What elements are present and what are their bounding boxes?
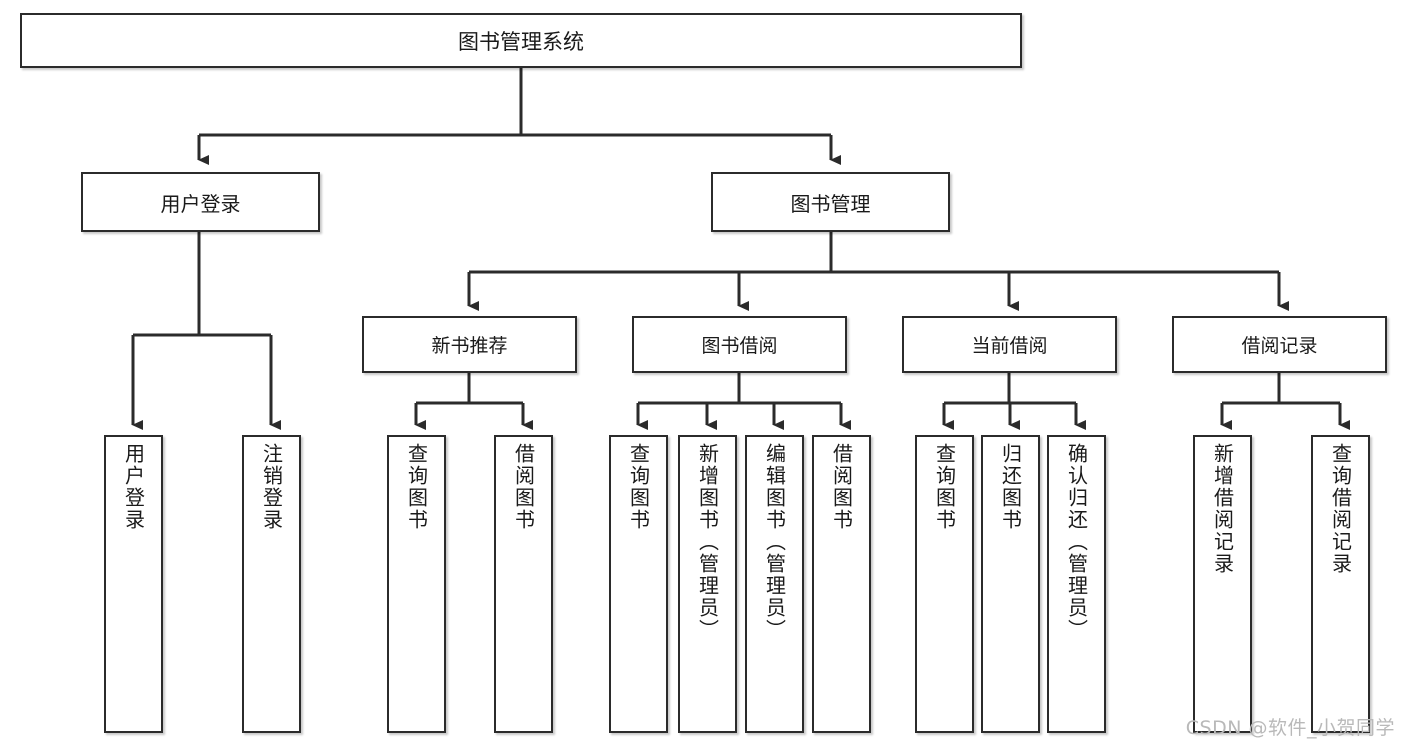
- leaf-label: 借阅图书: [829, 443, 854, 531]
- leaf-book-borrow-edit-book-admin[interactable]: 编辑图书（管理员）: [745, 435, 804, 733]
- leaf-current-borrow-confirm-return-admin[interactable]: 确认归还（管理员）: [1047, 435, 1106, 733]
- node-user-login[interactable]: 用户登录: [81, 172, 320, 232]
- leaf-label: 查询图书: [932, 443, 957, 531]
- node-new-book-recommend[interactable]: 新书推荐: [362, 316, 577, 373]
- leaf-label: 借阅图书: [511, 443, 536, 531]
- node-current-borrow[interactable]: 当前借阅: [902, 316, 1117, 373]
- leaf-label: 注销登录: [259, 443, 284, 531]
- leaf-book-borrow-query-book[interactable]: 查询图书: [609, 435, 668, 733]
- leaf-new-book-query-book[interactable]: 查询图书: [387, 435, 446, 733]
- leaf-label: 新增借阅记录: [1210, 443, 1235, 575]
- leaf-label: 查询借阅记录: [1328, 443, 1353, 575]
- leaf-book-borrow-borrow-book[interactable]: 借阅图书: [812, 435, 871, 733]
- node-book-borrow[interactable]: 图书借阅: [632, 316, 847, 373]
- leaf-borrow-record-add-record[interactable]: 新增借阅记录: [1193, 435, 1252, 733]
- leaf-book-borrow-add-book-admin[interactable]: 新增图书（管理员）: [678, 435, 737, 733]
- leaf-user-login-logout[interactable]: 注销登录: [242, 435, 301, 733]
- leaf-label: 用户登录: [121, 443, 146, 531]
- leaf-new-book-borrow-book[interactable]: 借阅图书: [494, 435, 553, 733]
- leaf-user-login-login[interactable]: 用户登录: [104, 435, 163, 733]
- leaf-label: 查询图书: [404, 443, 429, 531]
- node-root-system[interactable]: 图书管理系统: [20, 13, 1022, 68]
- leaf-label: 确认归还（管理员）: [1064, 443, 1089, 641]
- leaf-label: 新增图书（管理员）: [695, 443, 720, 641]
- node-book-management[interactable]: 图书管理: [711, 172, 950, 232]
- leaf-label: 归还图书: [998, 443, 1023, 531]
- leaf-current-borrow-return-book[interactable]: 归还图书: [981, 435, 1040, 733]
- leaf-label: 查询图书: [626, 443, 651, 531]
- csdn-watermark: CSDN @软件_小贺同学: [1185, 717, 1395, 739]
- leaf-label: 编辑图书（管理员）: [762, 443, 787, 641]
- node-borrow-record[interactable]: 借阅记录: [1172, 316, 1387, 373]
- leaf-borrow-record-query-record[interactable]: 查询借阅记录: [1311, 435, 1370, 733]
- leaf-current-borrow-query-book[interactable]: 查询图书: [915, 435, 974, 733]
